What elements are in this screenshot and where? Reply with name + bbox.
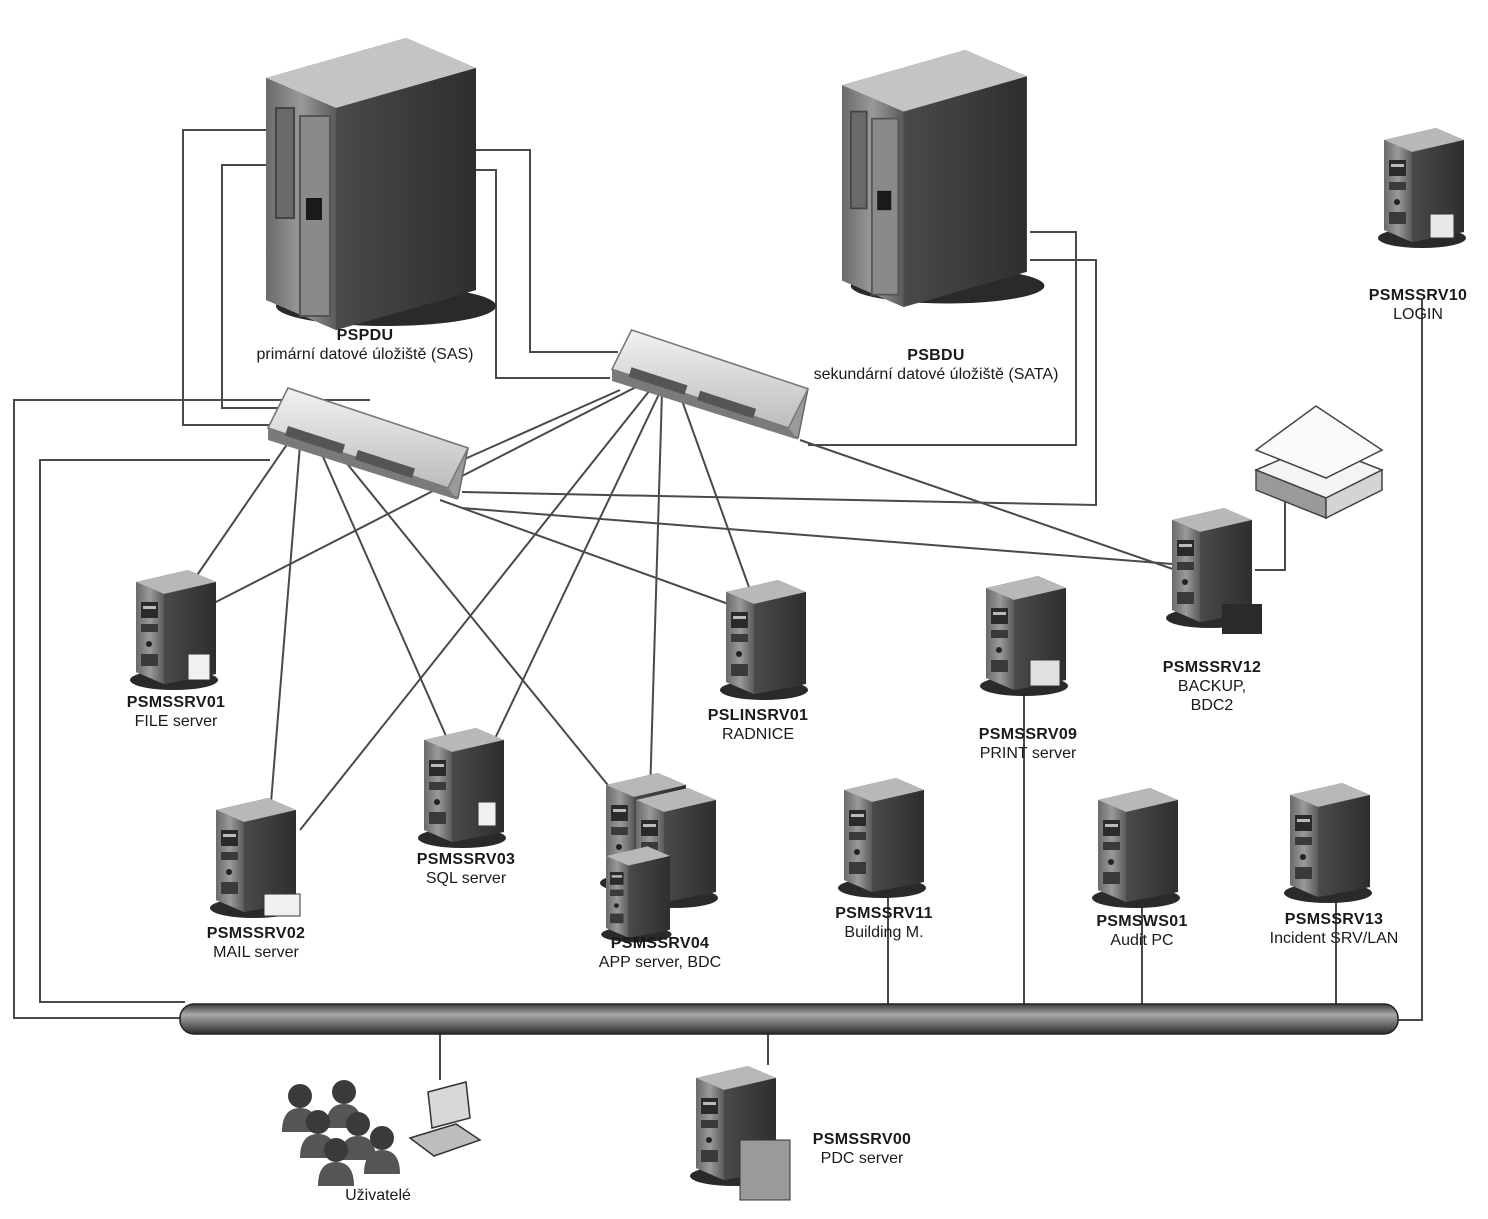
cable-left-inner [39, 459, 270, 1003]
node-label-psbdu: PSBDU sekundární datové úložiště (SATA) [814, 346, 1059, 384]
node-name: PSMSWS01 [1096, 913, 1188, 930]
node-name: Uživatelé [345, 1187, 411, 1204]
users-group-icon [282, 1080, 400, 1186]
node-desc: FILE server [134, 713, 218, 730]
node-name: PSMSSRV10 [1368, 287, 1468, 304]
node-name: PSBDU [907, 347, 965, 364]
node-name: PSMSSRV12 [1162, 659, 1262, 676]
node-desc: Audit PC [1110, 932, 1174, 949]
server-lin01-icon [720, 580, 808, 700]
node-label-srv12: PSMSSRV12 BACKUP, BDC2 [1163, 658, 1261, 715]
server-srv03-icon [418, 728, 506, 848]
cable-pspdu-left-1 [182, 129, 290, 426]
cable-srv10 [1398, 300, 1423, 1021]
login-badge-icon [1429, 213, 1455, 239]
cable-left-outer [13, 399, 370, 1019]
node-desc: BACKUP, [1177, 678, 1247, 695]
backup-device-icon [1222, 604, 1262, 634]
node-desc: MAIL server [213, 944, 299, 961]
node-desc: RADNICE [721, 726, 794, 743]
cables [13, 129, 1423, 1080]
node-name: PSMSSRV02 [206, 925, 306, 942]
node-desc: primární datové úložiště (SAS) [256, 346, 474, 363]
node-name: PSLINSRV01 [707, 707, 809, 724]
node-label-srv09: PSMSSRV09 PRINT server [979, 725, 1077, 763]
node-desc: SQL server [425, 870, 507, 887]
node-name: PSMSSRV13 [1284, 911, 1384, 928]
server-srv13-icon [1284, 783, 1372, 903]
node-name: PSMSSRV09 [978, 726, 1078, 743]
network-bus [179, 1003, 1399, 1035]
pdc-accessory-icon [739, 1139, 791, 1201]
node-name: PSPDU [336, 327, 394, 344]
storage-psbdu-icon [841, 49, 1046, 308]
server-srv04c-icon [601, 846, 672, 943]
node-label-srv11: PSMSSRV11 Building M. [835, 904, 933, 942]
switch-b-icon [611, 329, 809, 441]
node-name: PSMSSRV04 [610, 935, 710, 952]
node-desc: LOGIN [1393, 306, 1443, 323]
server-srv11-icon [838, 778, 926, 898]
node-label-srv00: PSMSSRV00 PDC server [813, 1130, 911, 1168]
server-msw01-icon [1092, 788, 1180, 908]
file-icon [187, 653, 211, 681]
cable-psbdu-1 [808, 231, 1077, 446]
switch-a-icon [267, 387, 469, 501]
cable-pspdu-right-2 [476, 169, 610, 379]
node-label-pspdu: PSPDU primární datové úložiště (SAS) [257, 326, 474, 364]
printer-icon [1029, 659, 1061, 687]
cable-psbdu-2 [461, 259, 1097, 507]
node-label-srv01: PSMSSRV01 FILE server [127, 693, 225, 731]
node-desc: Building M. [844, 924, 924, 941]
node-name: PSMSSRV03 [416, 851, 516, 868]
tape-library-icon [1254, 405, 1384, 520]
node-desc: Incident SRV/LAN [1269, 930, 1399, 947]
node-desc: PRINT server [979, 745, 1077, 762]
node-label-lin01: PSLINSRV01 RADNICE [708, 706, 809, 744]
node-name: PSMSSRV01 [126, 694, 226, 711]
node-label-users: Uživatelé [345, 1186, 411, 1205]
node-name: PSMSSRV11 [835, 905, 933, 922]
node-desc: sekundární datové úložiště (SATA) [813, 366, 1059, 383]
storage-pspdu-icon [265, 37, 497, 331]
node-desc-2: BDC2 [1190, 697, 1234, 714]
mail-icon [263, 893, 301, 917]
node-desc: APP server, BDC [598, 954, 722, 971]
node-desc: PDC server [820, 1150, 904, 1167]
cable-pspdu-left-2 [221, 164, 285, 409]
workstation-icon [408, 1081, 482, 1157]
database-icon [477, 801, 497, 827]
node-label-srv13: PSMSSRV13 Incident SRV/LAN [1270, 910, 1399, 948]
node-label-srv04: PSMSSRV04 APP server, BDC [599, 934, 721, 972]
cable-pspdu-right-1 [476, 149, 618, 353]
node-label-srv10: PSMSSRV10 LOGIN [1369, 286, 1467, 324]
node-label-srv03: PSMSSRV03 SQL server [417, 850, 515, 888]
node-label-msw01: PSMSWS01 Audit PC [1096, 912, 1187, 950]
node-label-srv02: PSMSSRV02 MAIL server [207, 924, 305, 962]
node-name: PSMSSRV00 [812, 1131, 912, 1148]
